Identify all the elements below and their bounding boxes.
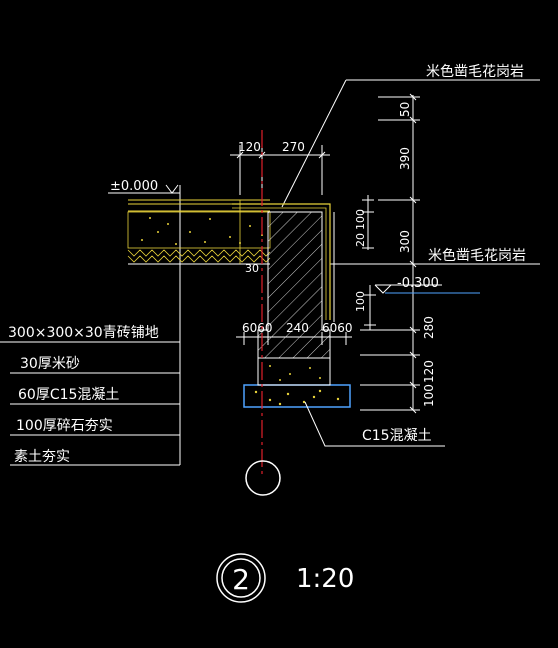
dim-bottom-6060-right: 6060	[322, 321, 353, 335]
dim-right-300: 300	[398, 230, 412, 253]
right-dimension-chain	[330, 93, 420, 414]
layer-label-2: 30厚米砂	[20, 356, 80, 372]
layer-label-5: 素土夯实	[14, 449, 70, 465]
inner-dimension-chain	[362, 195, 376, 330]
elevation-marker-low	[374, 284, 480, 294]
dim-top-270: 270	[282, 140, 305, 154]
layer-label-3: 60厚C15混凝土	[18, 387, 119, 403]
label-granite-top: 米色凿毛花岗岩	[426, 63, 524, 80]
dim-right-390: 390	[398, 147, 412, 170]
label-elevation-zero: ±0.000	[110, 179, 158, 194]
label-granite-side: 米色凿毛花岗岩	[428, 247, 526, 264]
leader-c15	[304, 401, 445, 447]
detail-callout: 2 1:20	[216, 553, 354, 603]
dim-bottom-240: 240	[286, 321, 309, 335]
label-elevation-low: -0.300	[397, 276, 439, 291]
label-concrete-c15: C15混凝土	[362, 428, 432, 444]
dim-mid-100: 100	[354, 209, 367, 230]
layer-label-4: 100厚碎石夯实	[16, 418, 113, 434]
dim-right-280: 280	[422, 316, 436, 339]
layer-callout-lines	[0, 341, 180, 466]
dim-bottom-6060-left: 6060	[242, 321, 273, 335]
elevation-marker-zero	[108, 184, 181, 465]
dim-right-100: 100	[422, 384, 436, 407]
dim-right-50: 50	[398, 102, 412, 117]
detail-number: 2	[232, 563, 250, 596]
pavement-section	[127, 199, 271, 265]
dim-top-120: 120	[238, 140, 261, 154]
bottom-dimension-chain	[236, 332, 352, 345]
axis-circle	[245, 460, 281, 496]
concrete-footing	[243, 357, 351, 408]
wall-section	[232, 203, 335, 359]
layer-label-1: 300×300×30青砖铺地	[8, 325, 159, 341]
dim-mid-100b: 100	[354, 291, 367, 312]
dim-mid-20: 20	[354, 233, 367, 247]
detail-scale: 1:20	[296, 564, 354, 594]
dim-mid-30: 30	[245, 262, 259, 275]
dim-right-120: 120	[422, 360, 436, 383]
